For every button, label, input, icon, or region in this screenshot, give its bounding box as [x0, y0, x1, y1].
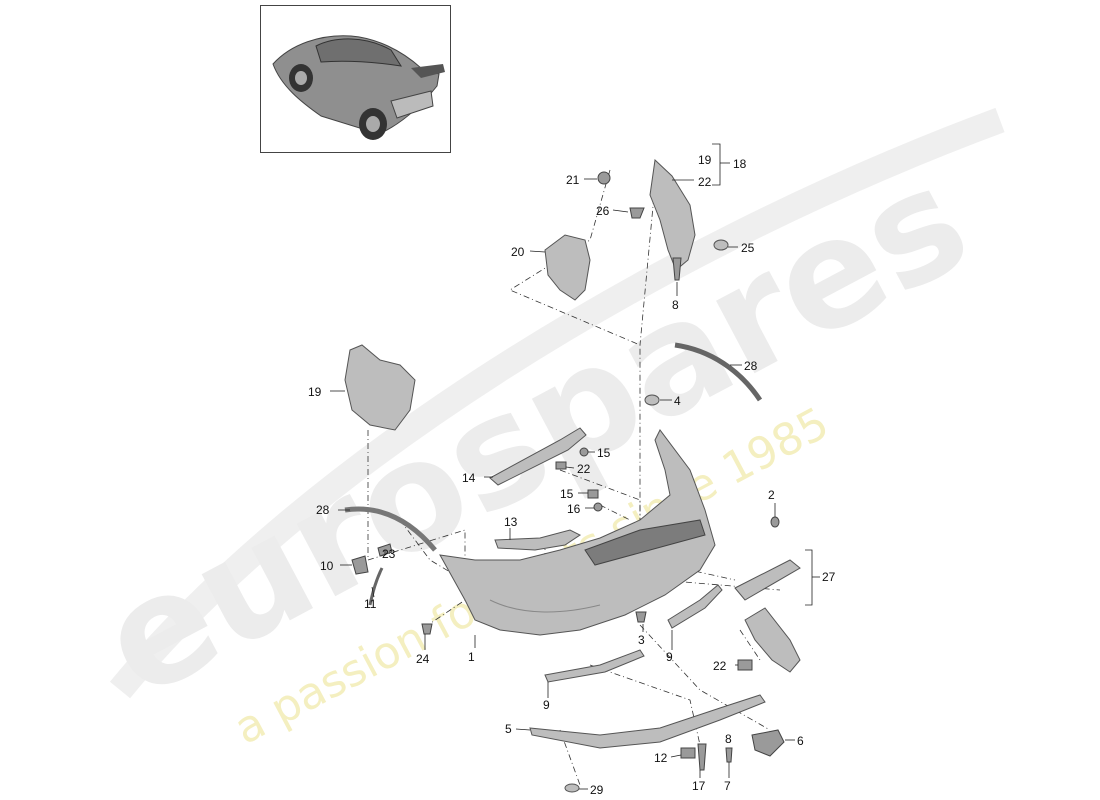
part-clip-22-lower — [737, 659, 753, 671]
callout-25: 25 — [741, 241, 755, 255]
callout-21: 21 — [566, 173, 580, 187]
part-bracket-upper — [649, 158, 696, 271]
part-strip-9-right — [667, 584, 723, 629]
part-bracket-6 — [751, 729, 785, 757]
parts — [344, 158, 801, 793]
part-bumper-cover-1 — [439, 429, 716, 636]
part-nut-21 — [597, 171, 611, 185]
callout-19-left: 19 — [308, 385, 322, 399]
part-spoiler-5 — [529, 694, 766, 749]
callout-27: 27 — [822, 570, 836, 584]
part-trim-13 — [494, 529, 581, 551]
callout-4: 4 — [674, 394, 681, 408]
callout-20: 20 — [511, 245, 525, 259]
callout-9-right: 9 — [666, 650, 673, 664]
callout-11: 11 — [364, 597, 377, 611]
car-rear-three-quarter-icon — [272, 35, 445, 140]
callout-9-left: 9 — [543, 698, 550, 712]
callout-18: 18 — [733, 157, 747, 171]
part-arch-trim-28-right — [674, 342, 763, 402]
callout-1: 1 — [468, 650, 475, 664]
callout-22-upper: 22 — [698, 175, 712, 189]
callout-8-upper: 8 — [672, 298, 679, 312]
part-bolt-8-lower — [725, 747, 733, 763]
callout-22-lower: 22 — [713, 659, 727, 673]
callout-15: 15 — [560, 487, 574, 501]
part-bar-14 — [489, 427, 587, 486]
part-clip-16-lower — [593, 502, 603, 512]
callout-6: 6 — [797, 734, 804, 748]
part-clip-24 — [421, 623, 433, 635]
part-diffuser-side — [744, 607, 801, 673]
part-bracket-17 — [697, 743, 707, 771]
part-clip-26 — [629, 207, 645, 219]
callout-28-right: 28 — [744, 359, 758, 373]
part-bracket-20 — [544, 234, 591, 301]
watermark-logo: eurospares — [75, 133, 994, 732]
part-clip-3 — [635, 611, 647, 623]
callout-26: 26 — [596, 204, 610, 218]
callout-23: 23 — [382, 547, 396, 561]
callout-16-lower: 16 — [567, 502, 581, 516]
part-bracket-12 — [680, 747, 696, 759]
callout-13: 13 — [504, 515, 518, 529]
part-bumper-recess — [584, 519, 706, 566]
callout-8-lower: 8 — [725, 732, 732, 746]
callout-14: 14 — [462, 471, 476, 485]
callout-22-mid: 22 — [577, 462, 591, 476]
part-strip-11 — [368, 567, 384, 606]
callout-12: 12 — [654, 751, 668, 765]
callout-5: 5 — [505, 722, 512, 736]
part-bracket-19-left — [344, 344, 416, 431]
vehicle-thumbnail — [260, 5, 451, 153]
part-grommet-25 — [713, 239, 729, 251]
callout-19-upper: 19 — [698, 153, 712, 167]
part-clip-16-upper — [579, 447, 589, 457]
part-bracket-10 — [351, 555, 369, 575]
callout-2: 2 — [768, 488, 775, 502]
callout-24: 24 — [416, 652, 430, 666]
callout-29: 29 — [590, 783, 604, 797]
leader-lines — [330, 143, 820, 790]
callouts: 19 18 22 21 26 25 20 8 19 28 4 15 22 14 … — [308, 153, 836, 797]
part-bolt-8-upper — [672, 257, 682, 281]
callout-7: 7 — [724, 779, 731, 793]
callout-17: 17 — [692, 779, 706, 793]
part-clip-15 — [587, 489, 599, 499]
part-clip-2 — [770, 516, 780, 528]
callout-28-left: 28 — [316, 503, 330, 517]
callout-10: 10 — [320, 559, 334, 573]
part-cap-29 — [564, 783, 580, 793]
callout-3: 3 — [638, 633, 645, 647]
part-cap-4 — [644, 394, 660, 406]
part-reflector-27 — [734, 559, 801, 601]
watermark: eurospares a passion for parts since 198… — [75, 107, 1005, 755]
part-arch-trim-28-left — [344, 506, 437, 552]
callout-16-upper: 15 — [597, 446, 611, 460]
part-strip-9-left — [544, 649, 645, 683]
part-clip-22-mid — [555, 461, 567, 470]
